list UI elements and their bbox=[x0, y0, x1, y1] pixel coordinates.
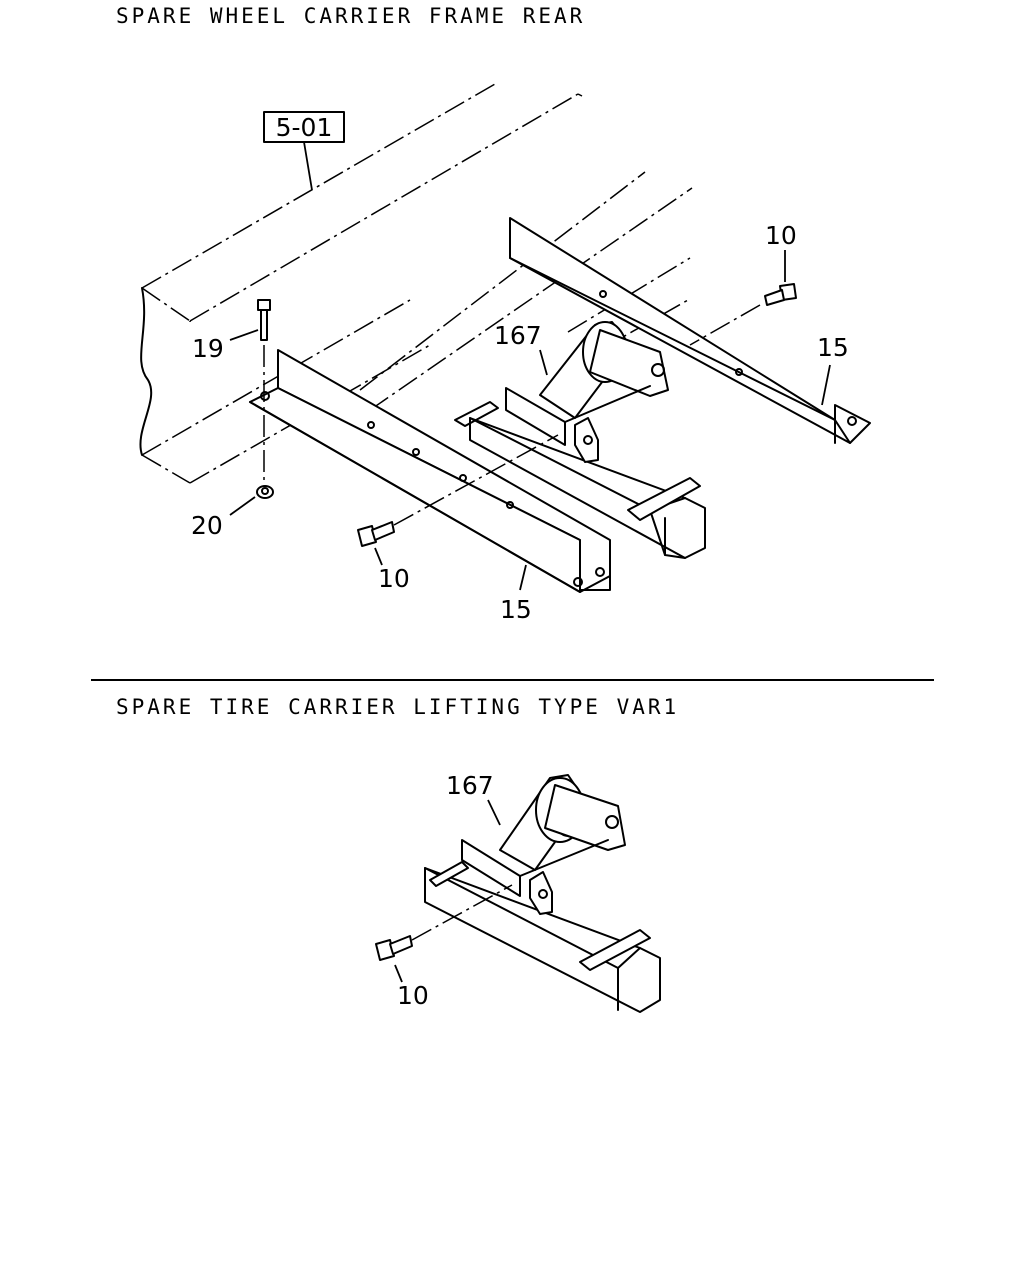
reference-box-label: 5-01 bbox=[276, 113, 333, 142]
cross-member-angle-rear bbox=[509, 217, 871, 444]
callout-167: 167 bbox=[494, 321, 542, 350]
tire-cradle-channel bbox=[454, 401, 706, 559]
section-divider bbox=[91, 679, 934, 681]
winch-unit-top bbox=[505, 321, 669, 463]
callout-10-rear: 10 bbox=[765, 221, 797, 250]
callout-15-front: 15 bbox=[500, 595, 532, 624]
section-title-frame-rear: SPARE WHEEL CARRIER FRAME REAR bbox=[116, 4, 586, 28]
callout-10-bottom: 10 bbox=[397, 981, 429, 1010]
bolt-19 bbox=[257, 299, 271, 480]
nut-20 bbox=[256, 485, 274, 499]
section-title-lifting-type: SPARE TIRE CARRIER LIFTING TYPE VAR1 bbox=[116, 695, 680, 719]
bolt-10-front bbox=[357, 434, 559, 547]
winch-unit-bottom bbox=[375, 774, 661, 1013]
callout-15-rear: 15 bbox=[817, 333, 849, 362]
cross-member-angle-front bbox=[249, 349, 611, 593]
bolt-10-rear bbox=[689, 283, 797, 346]
callout-167-bottom: 167 bbox=[446, 771, 494, 800]
callout-20: 20 bbox=[191, 511, 223, 540]
frame-rail bbox=[139, 83, 693, 484]
callout-10-front: 10 bbox=[378, 564, 410, 593]
callout-19: 19 bbox=[192, 334, 224, 363]
reference-box: 5-01 bbox=[263, 111, 345, 191]
